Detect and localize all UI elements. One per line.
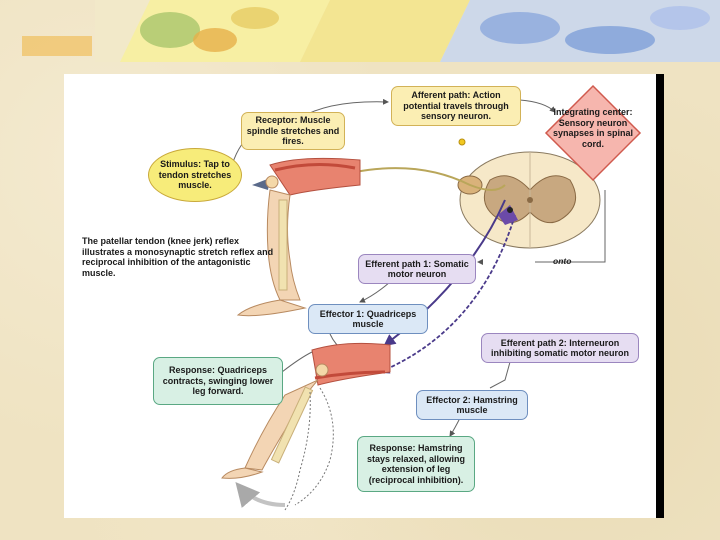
- afferent-path-label: Afferent path: Action potential travels …: [391, 86, 521, 126]
- receptor-label: Receptor: Muscle spindle stretches and f…: [241, 112, 345, 150]
- response-2-label: Response: Hamstring stays relaxed, allow…: [357, 436, 475, 492]
- integrating-center-diamond: [544, 84, 642, 182]
- response-1-label: Response: Quadriceps contracts, swinging…: [153, 357, 283, 405]
- effector-2-label: Effector 2: Hamstring muscle: [416, 390, 528, 420]
- effector-1-label: Effector 1: Quadriceps muscle: [308, 304, 428, 334]
- upper-leg-illustration: [236, 157, 361, 317]
- integrating-center-label: Integrating center: Sensory neuron synap…: [552, 107, 634, 149]
- leaf-banner: [22, 0, 720, 62]
- efferent-path-1-label: Efferent path 1: Somatic motor neuron: [358, 254, 476, 284]
- lower-leg-illustration: [221, 342, 391, 511]
- slide-edge: [656, 74, 664, 518]
- onto-label: onto: [553, 256, 572, 266]
- stimulus-label: Stimulus: Tap to tendon stretches muscle…: [148, 148, 242, 202]
- efferent-path-2-label: Efferent path 2: Interneuron inhibiting …: [481, 333, 639, 363]
- diagram-caption: The patellar tendon (knee jerk) reflex i…: [82, 236, 274, 278]
